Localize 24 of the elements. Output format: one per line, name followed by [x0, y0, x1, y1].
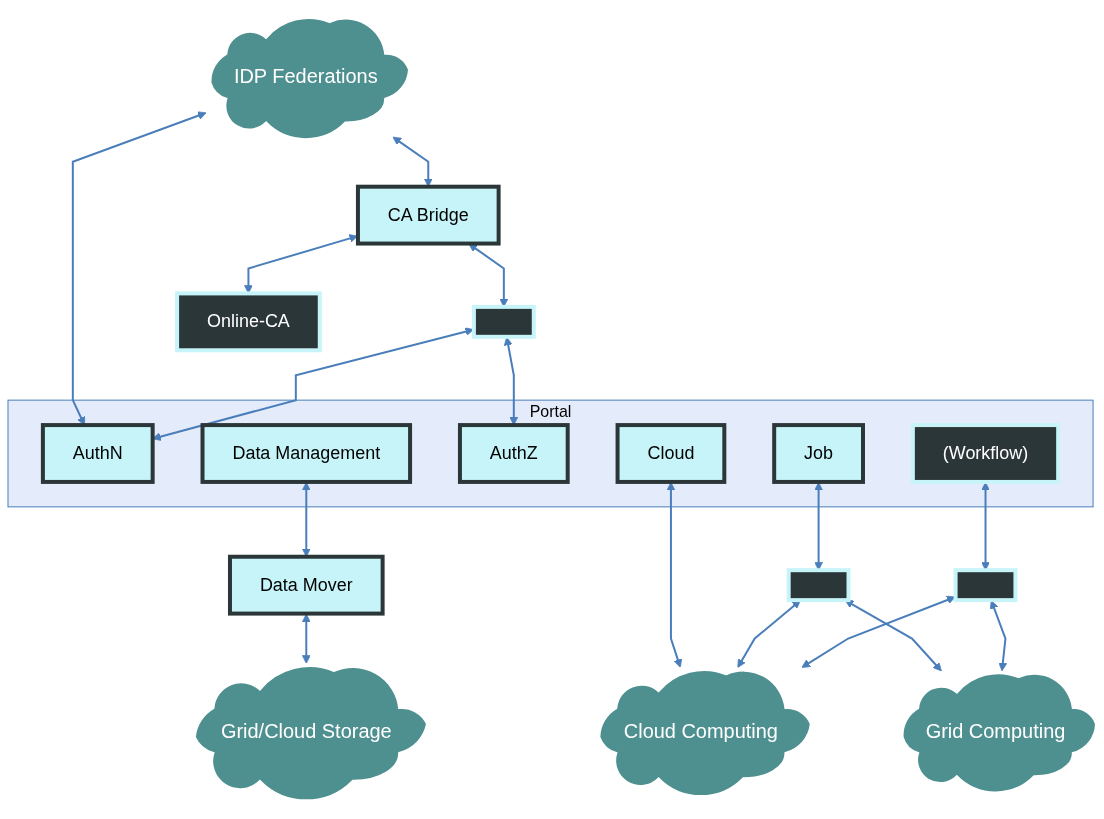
arrow: [301, 613, 311, 665]
node-box: [786, 568, 851, 603]
node-box: [953, 568, 1018, 603]
node-box: Data Mover: [227, 555, 385, 616]
arrow: [737, 600, 801, 669]
node-box: AuthZ: [457, 423, 570, 485]
node-box: [471, 305, 536, 340]
arrow: [814, 482, 823, 571]
arrow: [981, 482, 990, 571]
node-box: Data Management: [200, 423, 413, 485]
node-box: CA Bridge: [355, 185, 501, 246]
arrow: [301, 482, 311, 558]
node-box: Job: [772, 423, 865, 485]
arrow: [71, 111, 207, 426]
arrow: [666, 482, 683, 669]
node-box: Cloud: [615, 423, 727, 485]
arrow: [989, 600, 1008, 672]
arrow: [844, 600, 942, 672]
arrow: [468, 243, 509, 308]
arrow: [503, 337, 519, 426]
node-box: AuthN: [40, 423, 155, 485]
node-box: (Workflow): [910, 423, 1061, 485]
node-box: Online-CA: [175, 291, 322, 353]
arrow: [392, 137, 433, 188]
